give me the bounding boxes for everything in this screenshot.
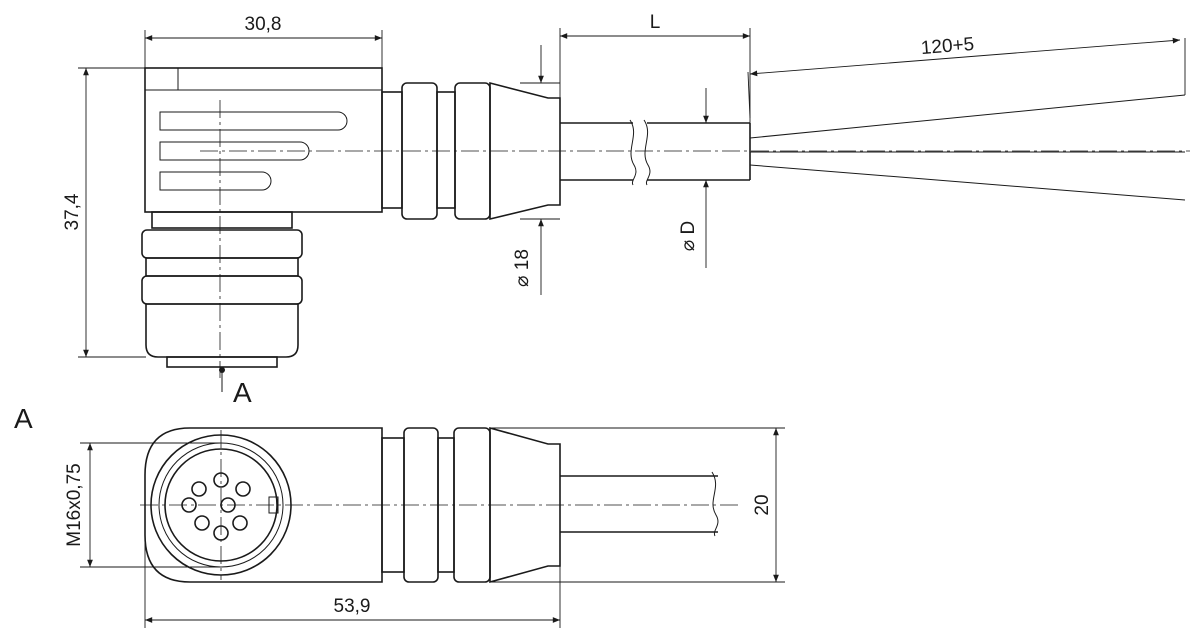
- view-a: M16x0,75 20 53,9: [64, 426, 785, 628]
- height-value: 37,4: [62, 193, 83, 230]
- pin: [191, 481, 207, 497]
- total-length-value: 53,9: [334, 596, 371, 617]
- pin: [194, 515, 210, 531]
- view-marker-label: A: [233, 377, 252, 408]
- view-a-title: A: [14, 403, 33, 434]
- dim-side-height: 20: [490, 427, 785, 583]
- nut-diameter-value: ⌀ 18: [512, 249, 533, 287]
- view-a-indicator: A: [219, 367, 252, 408]
- width-value: 30,8: [245, 14, 282, 35]
- cable-diameter-value: ⌀ D: [678, 221, 699, 251]
- pin: [232, 515, 248, 531]
- wire-ends: [749, 94, 1186, 201]
- dim-thread: M16x0,75: [64, 442, 221, 568]
- cable-section: [560, 119, 751, 186]
- dim-cable-diameter: ⌀ D: [678, 88, 750, 268]
- dim-total-length: 53,9: [144, 535, 561, 628]
- dim-wire-length: 120+5: [747, 34, 1186, 119]
- coupling-nut-vertical: [141, 229, 303, 368]
- wire-length-value: 120+5: [920, 34, 975, 59]
- dim-length-l: L: [559, 12, 751, 123]
- angled-housing: [144, 67, 383, 229]
- side-cable: [560, 471, 719, 537]
- dim-nut-diameter: ⌀ 18: [512, 45, 560, 295]
- pin: [235, 481, 251, 497]
- thread-value: M16x0,75: [64, 463, 85, 546]
- top-view: A 30,8 37,4 L 120+5: [62, 12, 1190, 408]
- length-label: L: [650, 12, 661, 33]
- side-height-value: 20: [752, 494, 773, 515]
- contact-pins: [181, 472, 251, 541]
- dim-height: 37,4: [62, 67, 146, 358]
- dim-width: 30,8: [144, 14, 383, 90]
